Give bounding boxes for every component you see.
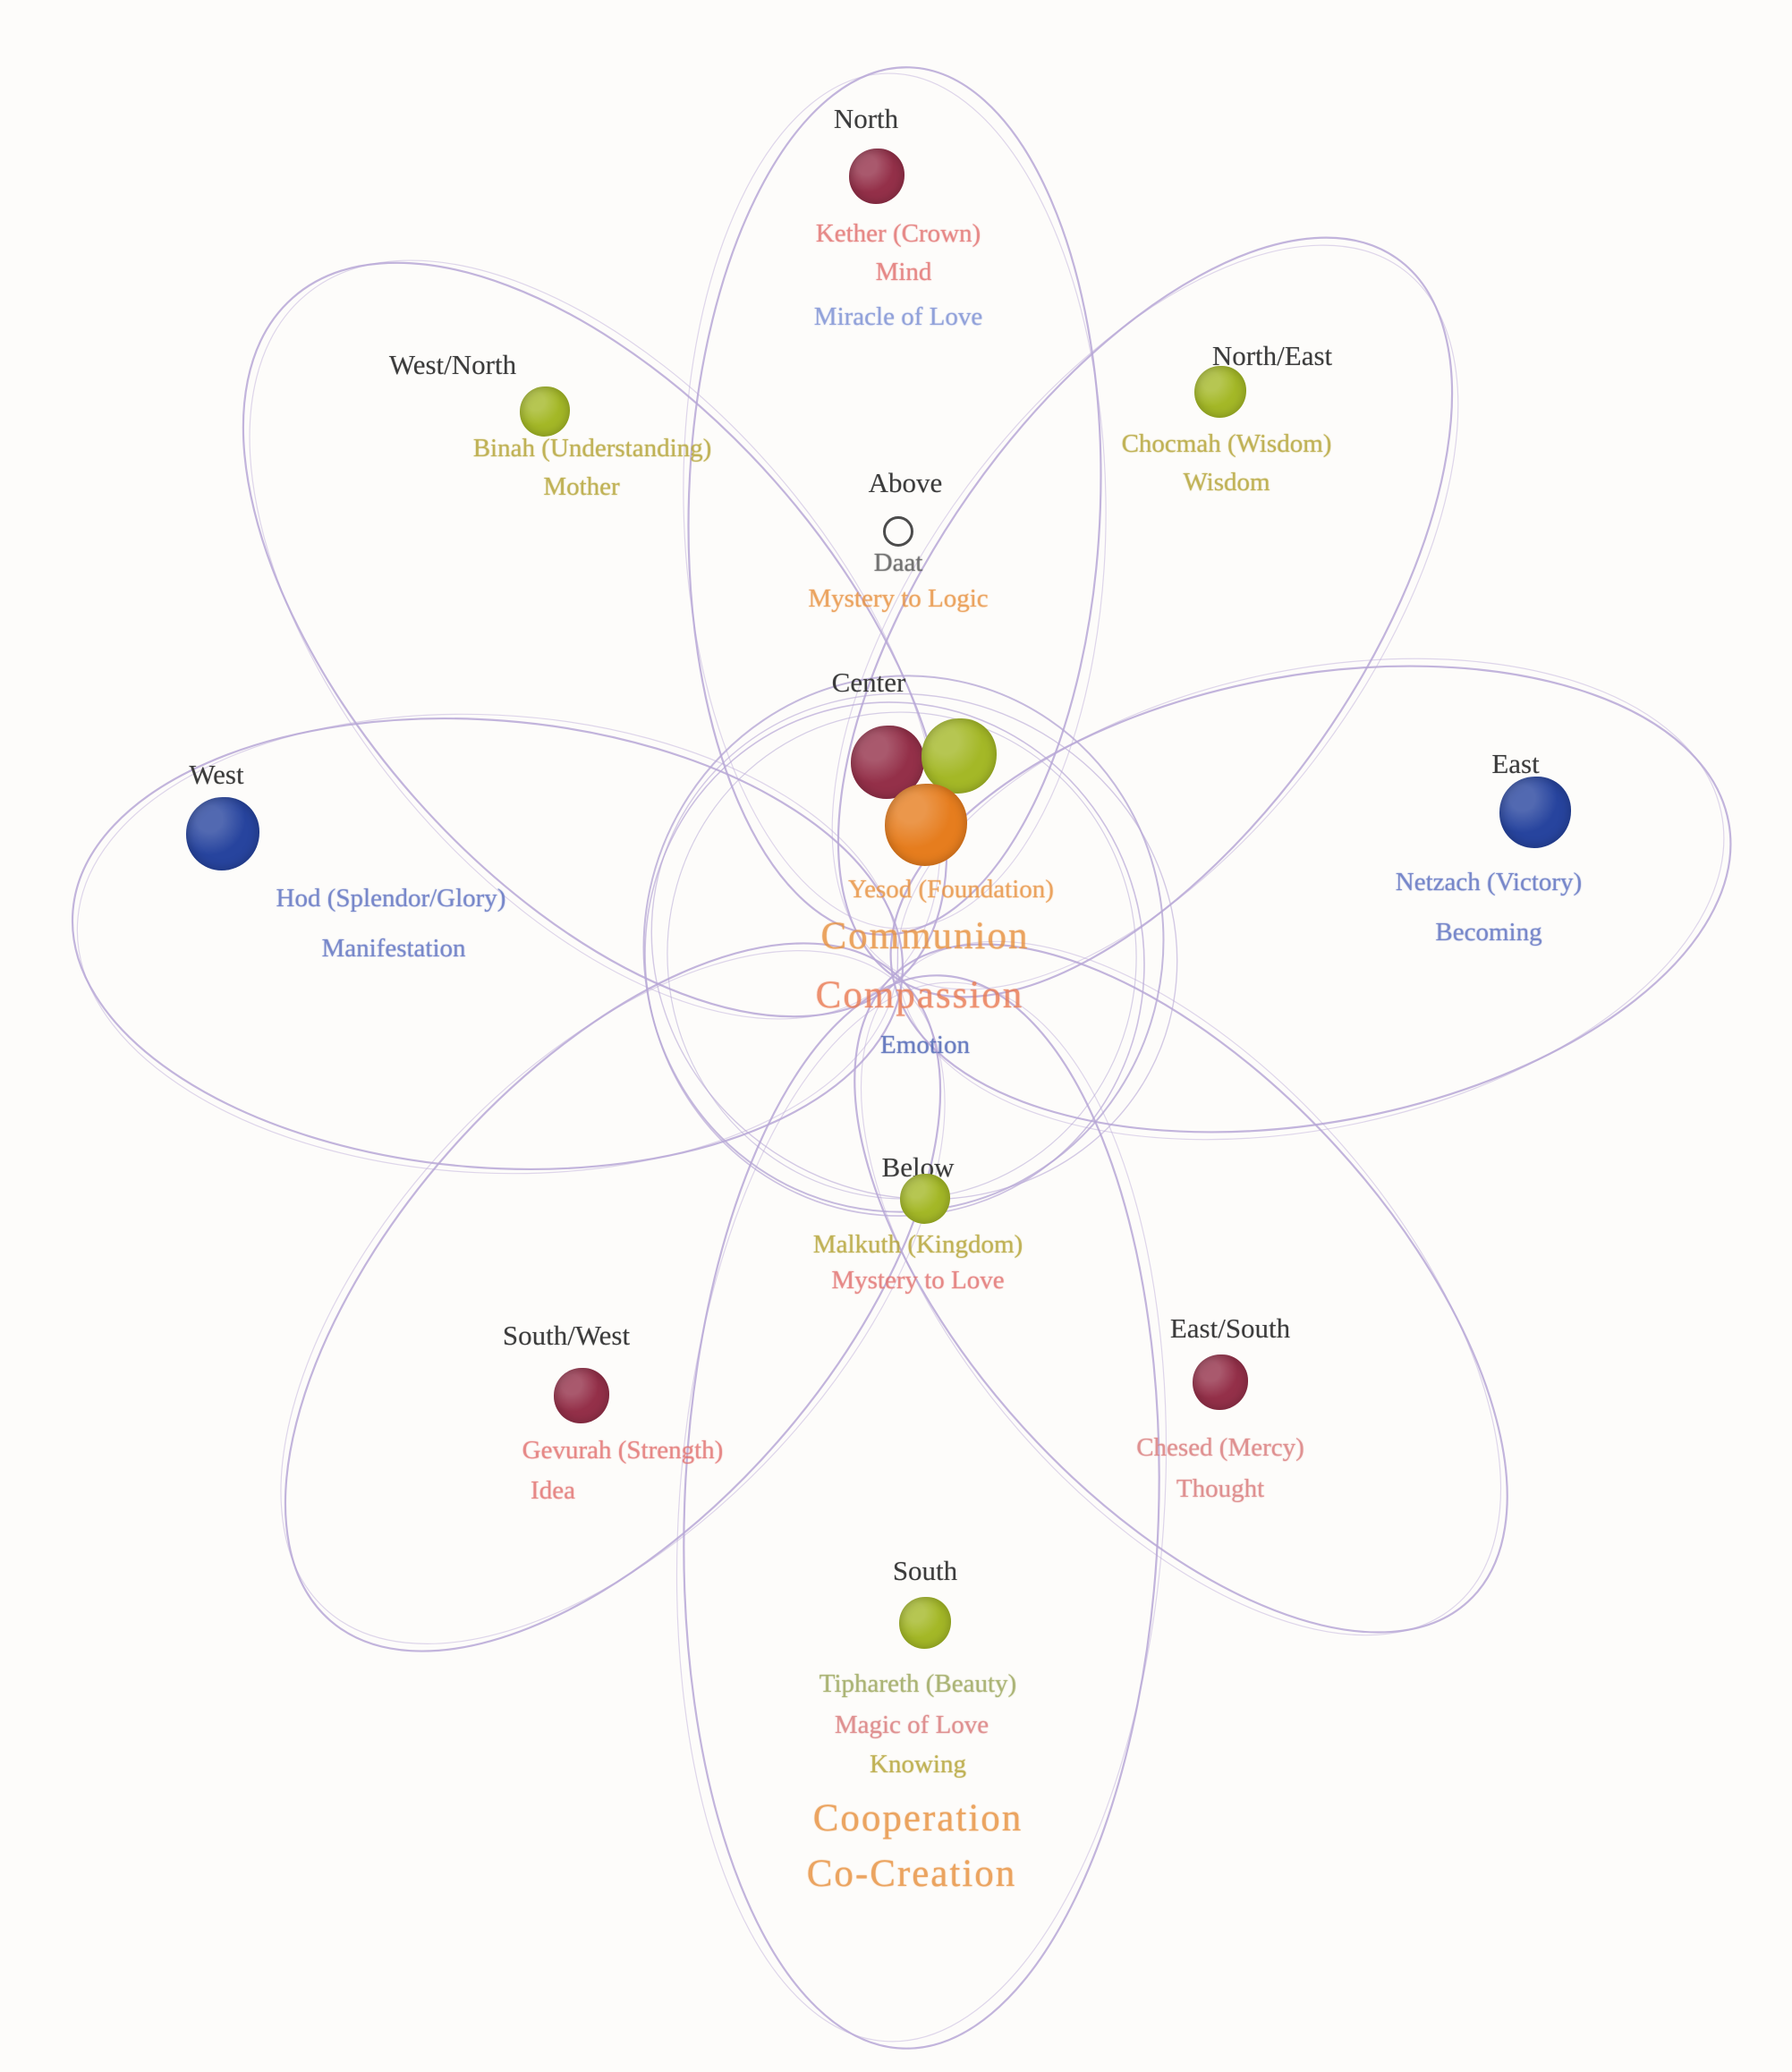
direction-label-north-east: North/East <box>1211 340 1333 371</box>
node-line: Gevurah (Strength) <box>522 1436 724 1465</box>
south-sephirah-dot <box>899 1597 951 1649</box>
node-line: Magic of Love <box>834 1711 989 1739</box>
direction-label-west: West <box>189 759 244 790</box>
petal-east-echo <box>896 658 1725 1141</box>
petal-east-south <box>854 943 1508 1634</box>
node-line: Wisdom <box>1183 468 1270 497</box>
direction-label-east-south: East/South <box>1169 1312 1291 1344</box>
center-circle-1 <box>642 675 1165 1213</box>
node-line: Becoming <box>1435 918 1542 947</box>
south-west-sephirah-dot <box>554 1368 609 1423</box>
node-line: Manifestation <box>321 934 466 963</box>
node-line: Daat <box>873 548 923 577</box>
node-line: Yesod (Foundation) <box>848 875 1054 904</box>
west-north-sephirah-dot <box>520 386 570 437</box>
node-line: Tiphareth (Beauty) <box>819 1669 1017 1698</box>
north-sephirah-dot <box>849 149 904 204</box>
node-line: Mind <box>875 258 932 286</box>
petal-east-south-echo <box>860 940 1502 1636</box>
direction-label-west-north: West/North <box>388 349 517 380</box>
petal-west <box>71 718 904 1170</box>
node-line: Hod (Splendor/Glory) <box>276 884 506 913</box>
node-line: Mystery to Love <box>831 1266 1005 1295</box>
node-line: Binah (Understanding) <box>472 434 712 463</box>
node-line: Malkuth (Kingdom) <box>812 1230 1023 1259</box>
petal-south <box>683 974 1160 2050</box>
center-orange-dot <box>885 784 967 866</box>
node-line: Compassion <box>815 974 1024 1016</box>
node-line: Chesed (Mercy) <box>1136 1433 1304 1462</box>
center-green-dot <box>921 718 997 794</box>
direction-label-south-west: South/West <box>502 1320 631 1351</box>
node-line: Miracle of Love <box>813 302 983 331</box>
node-line: Mystery to Logic <box>808 584 989 613</box>
direction-label-south: South <box>892 1555 958 1586</box>
east-sephirah-dot <box>1499 777 1571 848</box>
node-line: Chocmah (Wisdom) <box>1121 429 1332 458</box>
node-line: Thought <box>1176 1474 1265 1503</box>
direction-label-east: East <box>1491 748 1540 779</box>
direction-label-center: Center <box>831 667 906 698</box>
petal-south-echo <box>675 981 1168 2042</box>
node-line: Communion <box>820 915 1030 957</box>
above-open-ring <box>883 516 913 547</box>
node-line: Co-Creation <box>806 1853 1017 1895</box>
petal-south-west-echo <box>280 950 946 1644</box>
below-sephirah-dot <box>900 1174 950 1224</box>
node-line: Mother <box>543 472 620 501</box>
node-line: Emotion <box>880 1031 970 1059</box>
node-line: Netzach (Victory) <box>1395 868 1583 896</box>
node-line: Knowing <box>870 1750 966 1779</box>
direction-label-above: Above <box>868 467 943 498</box>
petal-north-echo <box>683 72 1107 930</box>
east-south-sephirah-dot <box>1193 1354 1248 1410</box>
direction-label-north: North <box>833 103 899 134</box>
petal-north-east-echo <box>831 244 1459 990</box>
petal-north <box>687 66 1102 936</box>
node-line: Idea <box>531 1476 575 1505</box>
petal-west-echo <box>76 713 899 1175</box>
node-line: Kether (Crown) <box>815 219 981 248</box>
center-circle-2 <box>644 701 1145 1217</box>
north-east-sephirah-dot <box>1194 366 1246 418</box>
petal-west-north <box>242 261 948 1018</box>
west-sephirah-dot <box>186 797 259 870</box>
center-circle-3 <box>650 692 1178 1201</box>
node-line: Cooperation <box>812 1797 1023 1839</box>
